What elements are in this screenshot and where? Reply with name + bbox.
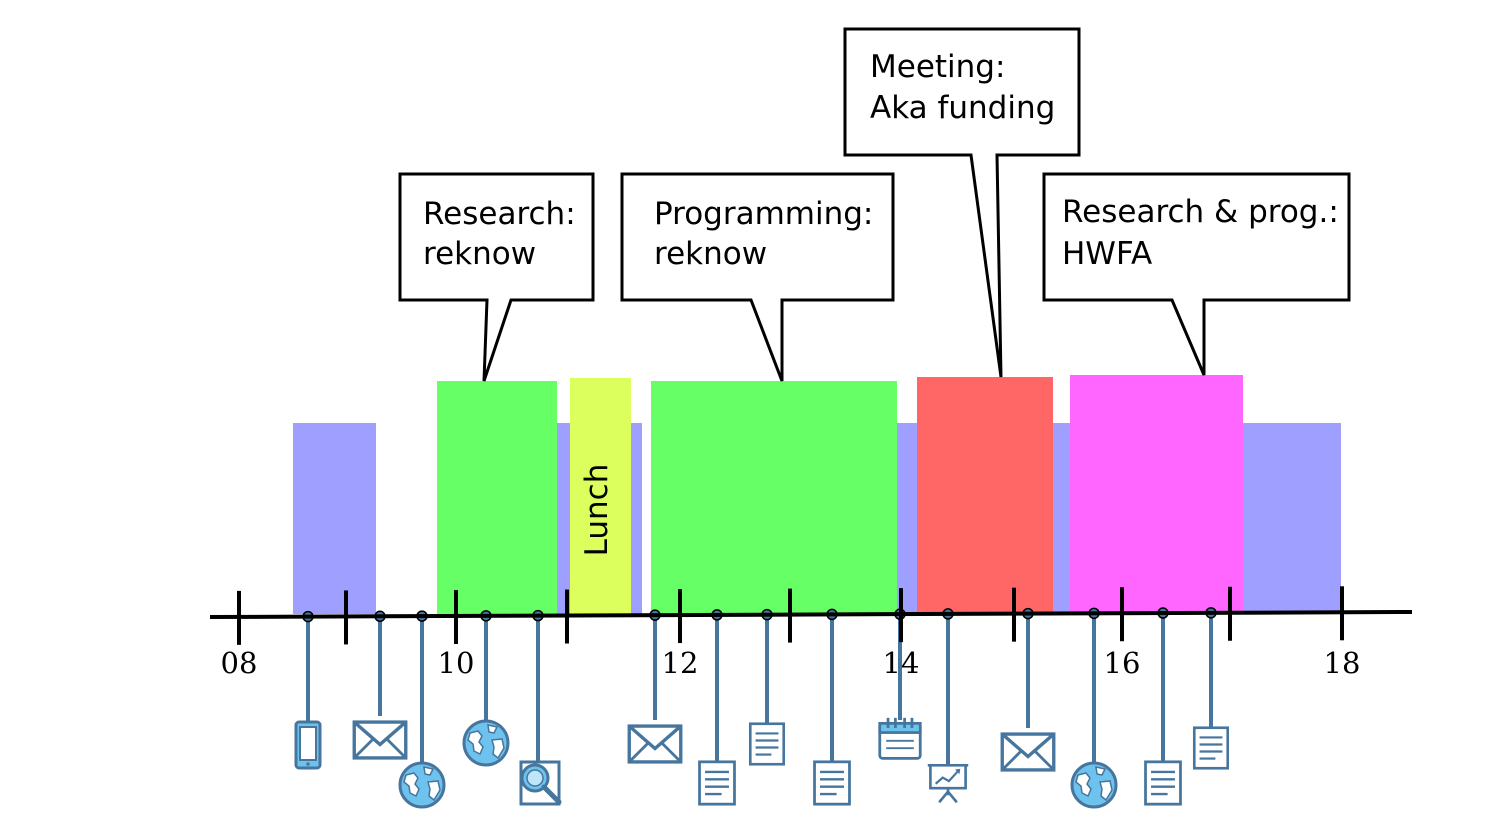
event-marker [352, 610, 408, 760]
callout-line2: Aka funding [870, 90, 1055, 126]
research-prog-hwfa-block [1070, 375, 1243, 612]
callout-line1: Meeting: [870, 49, 1005, 85]
event-marker [627, 609, 683, 764]
event-markers [294, 607, 1230, 809]
background-bar [1241, 423, 1341, 614]
programming-reknow-block [651, 381, 897, 614]
background-bar [293, 423, 376, 614]
activity-blocks [437, 375, 1243, 614]
event-marker [813, 608, 851, 806]
event-marker [1192, 607, 1230, 770]
callout-line1: Research: [423, 196, 576, 232]
document-icon [698, 760, 736, 806]
callout-box [1042, 172, 1351, 376]
browser-globe-icon [462, 719, 510, 767]
axis-tick-labels: 08 10 12 14 16 18 [221, 646, 1361, 680]
callout-box [398, 172, 595, 382]
presentation-icon [926, 763, 970, 804]
calendar-icon [878, 716, 922, 760]
lunch-block [570, 378, 631, 614]
event-marker [521, 609, 559, 804]
tick-label-08: 08 [221, 646, 258, 680]
callout-box [843, 27, 1081, 378]
browser-globe-icon [1070, 761, 1118, 809]
callout-line1: Research & prog.: [1062, 194, 1339, 230]
email-icon [352, 720, 408, 760]
search-icon [521, 762, 559, 804]
axis-line [209, 610, 1413, 619]
email-icon [1000, 732, 1056, 772]
callout-line2: HWFA [1062, 236, 1152, 272]
event-marker [748, 608, 786, 766]
event-marker [398, 610, 446, 809]
lunch-label: Lunch [579, 464, 615, 557]
callout-research-reknow: Research: reknow [398, 172, 595, 382]
tick-label-10: 10 [438, 646, 475, 680]
event-marker [462, 610, 510, 767]
tick-label-16: 16 [1104, 646, 1141, 680]
tick-label-12: 12 [662, 646, 699, 680]
event-marker [1000, 607, 1056, 772]
callout-research-prog-hwfa: Research & prog.: HWFA [1042, 172, 1351, 376]
document-icon [1144, 760, 1182, 806]
callout-meeting-aka: Meeting: Aka funding [843, 27, 1081, 378]
callout-box [620, 172, 895, 382]
event-marker [1144, 607, 1182, 806]
phone-icon [294, 720, 322, 770]
callout-line2: reknow [654, 236, 767, 272]
event-marker [698, 609, 736, 806]
document-icon [1192, 726, 1230, 770]
axis-ticks [237, 586, 1344, 645]
document-icon [813, 760, 851, 806]
tick-label-18: 18 [1324, 646, 1361, 680]
callout-line2: reknow [423, 236, 536, 272]
document-icon [748, 722, 786, 766]
email-icon [627, 724, 683, 764]
callout-programming-reknow: Programming: reknow [620, 172, 895, 382]
event-marker [1070, 607, 1118, 809]
timeline-axis [209, 586, 1413, 645]
tick-label-14: 14 [883, 646, 920, 680]
event-marker [926, 608, 970, 804]
research-reknow-block [437, 381, 557, 614]
callout-line1: Programming: [654, 196, 873, 232]
event-marker [294, 610, 322, 770]
meeting-aka-block [917, 377, 1053, 614]
browser-globe-icon [398, 761, 446, 809]
